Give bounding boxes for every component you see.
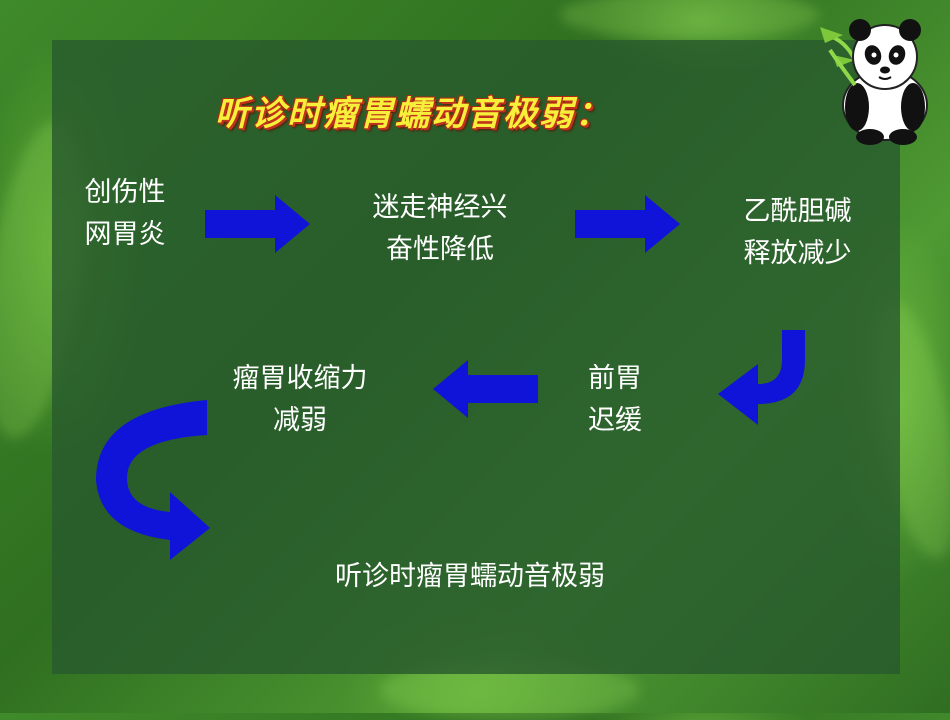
node-line: 减弱 <box>273 405 327 436</box>
slide-title: 听诊时瘤胃蠕动音极弱： <box>215 94 611 134</box>
curved-arrow-down-left-icon <box>718 330 805 425</box>
node-forestomach-atony: 前胃 迟缓 <box>565 358 665 442</box>
node-line: 释放减少 <box>743 238 852 269</box>
node-rumen-contraction-weakened: 瘤胃收缩力 减弱 <box>200 358 400 442</box>
panda-icon <box>820 19 928 145</box>
node-vagus-excitability-decreased: 迷走神经兴 奋性降低 <box>335 187 545 271</box>
node-line: 创伤性 <box>84 177 166 208</box>
arrow-right-icon <box>205 195 310 253</box>
arrow-right-icon <box>575 195 680 253</box>
arrow-left-icon <box>433 360 538 418</box>
node-line: 迷走神经兴 <box>372 192 508 223</box>
node-line: 瘤胃收缩力 <box>232 363 368 394</box>
conclusion-text: 听诊时瘤胃蠕动音极弱 <box>335 561 605 592</box>
node-line: 迟缓 <box>588 405 642 436</box>
node-line: 奋性降低 <box>386 234 494 265</box>
node-line: 网胃炎 <box>84 219 166 250</box>
bamboo-leaf-decoration <box>560 0 820 40</box>
node-acetylcholine-release-reduced: 乙酰胆碱 释放减少 <box>715 191 880 275</box>
curved-arrow-down-right-icon <box>96 400 210 560</box>
node-traumatic-reticulitis: 创伤性 网胃炎 <box>55 172 195 256</box>
node-line: 乙酰胆碱 <box>743 196 852 227</box>
node-line: 前胃 <box>588 363 642 394</box>
content-panel <box>52 40 900 674</box>
